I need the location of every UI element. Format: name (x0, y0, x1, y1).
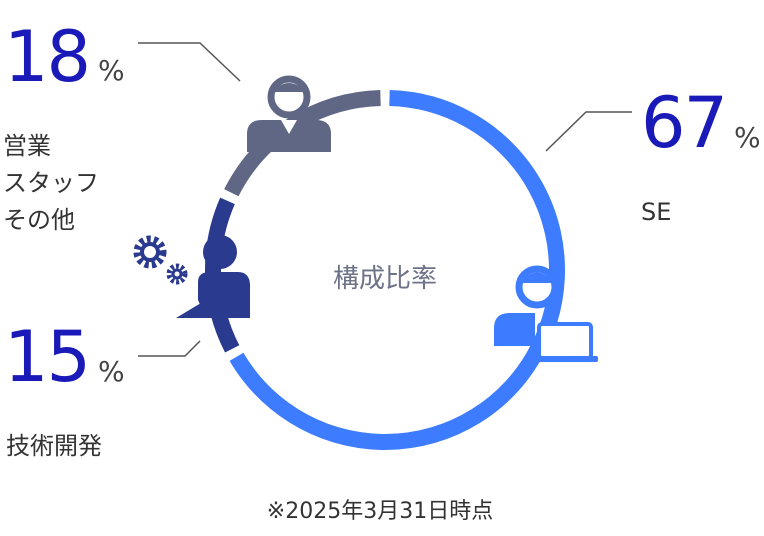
footnote: ※2025年3月31日時点 (266, 499, 494, 524)
leader-line-sales (138, 42, 241, 82)
dev-percent-value: 15 (4, 316, 91, 398)
se-label: SE (641, 198, 672, 226)
sales-percent-value: 18 (4, 16, 91, 98)
dev-percent-unit: % (98, 355, 125, 388)
sales-person-icon (247, 75, 331, 152)
gear-icon (133, 235, 188, 285)
center-label: 構成比率 (332, 264, 437, 294)
sales-percent-unit: % (98, 54, 125, 87)
se-percent-value: 67 (641, 82, 728, 164)
se-person-laptop-icon (494, 265, 598, 362)
se-percent-unit: % (734, 121, 761, 154)
sales-label: 営業 スタッフ その他 (3, 132, 99, 234)
leader-line-dev (138, 340, 201, 357)
developer-person-icon (176, 235, 250, 318)
dev-label: 技術開発 (6, 432, 102, 460)
leader-line-se (545, 111, 632, 152)
